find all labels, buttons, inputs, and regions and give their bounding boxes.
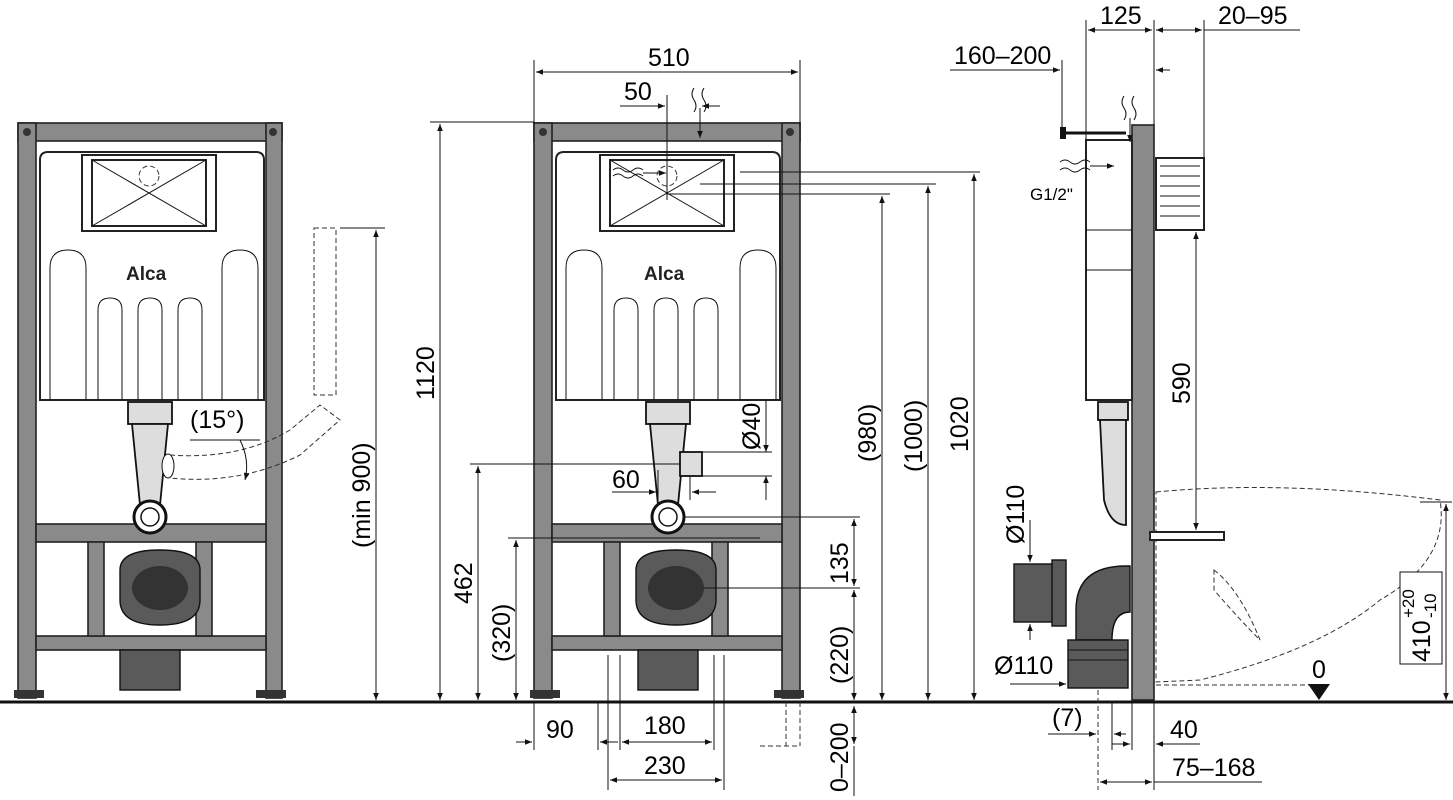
brand-logo-left: Alca [126,264,167,285]
dim-410: 410 [1408,620,1436,662]
dim-135: 135 [826,542,854,584]
dim-90: 90 [546,716,574,744]
dim-590: 590 [1168,362,1196,404]
dim-1000: (1000) [900,400,928,472]
dim-980: (980) [854,404,882,462]
dim-160-200: 160–200 [954,42,1051,70]
zero-label: 0 [1312,656,1326,684]
tolerance-plus: +20 [1399,589,1418,618]
angle-label: (15°) [190,406,244,434]
dim-125: 125 [1100,2,1142,30]
dim-diam40: Ø40 [738,403,766,450]
front-view-center: Alca 510 50 1120 (980) (1 [412,44,980,796]
dim-60: 60 [612,466,640,494]
dim-50: 50 [624,78,652,106]
side-view: G1/2" 0 125 20–95 160–200 590 Ø [950,2,1452,790]
height-min-label: (min 900) [348,442,376,548]
dim-510: 510 [648,44,690,72]
tolerance-minus: -10 [1421,593,1440,618]
dim-230: 230 [644,752,686,780]
dim-0-200: 0–200 [826,722,854,792]
dim-75-168: 75–168 [1172,754,1255,782]
dim-1020: 1020 [946,396,974,452]
thread-label: G1/2" [1030,185,1073,204]
dim-diam110-top: Ø110 [1002,485,1030,544]
dim-40: 40 [1170,716,1198,744]
dim-7: (7) [1052,704,1083,732]
dim-diam110-bottom: Ø110 [994,652,1053,680]
dim-1120: 1120 [412,346,440,400]
dim-220: (220) [826,626,854,684]
dim-20-95: 20–95 [1218,2,1288,30]
dim-180: 180 [644,712,686,740]
dim-320: (320) [488,604,516,662]
brand-logo-center: Alca [644,264,685,285]
dim-462: 462 [450,562,478,604]
front-view-left: Alca (15°) (min 900) [14,122,385,700]
